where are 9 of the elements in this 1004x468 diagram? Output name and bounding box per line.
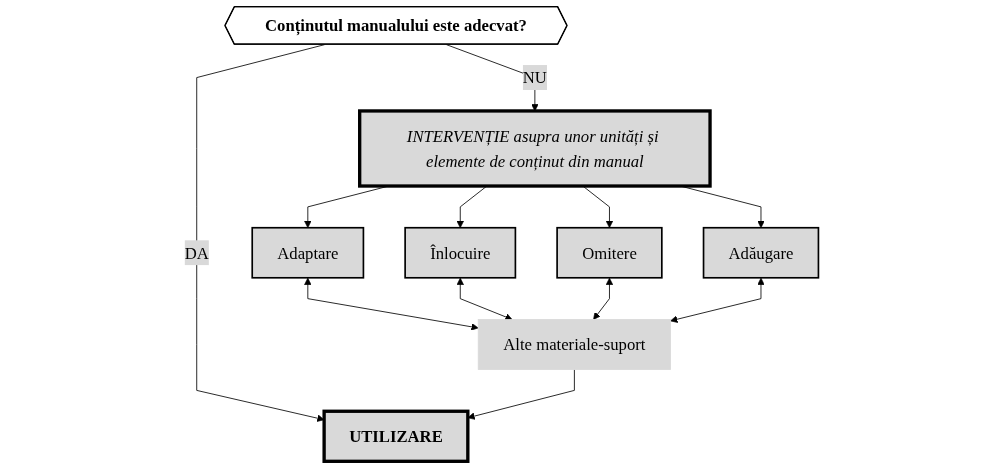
- node-box: UTILIZARE: [322, 409, 470, 463]
- node-box: Omitere: [556, 226, 664, 279]
- edge-label: NU: [523, 68, 548, 87]
- node-box: Înlocuire: [404, 226, 517, 279]
- node-box: Alte materiale-suport: [478, 319, 672, 370]
- node-box: INTERVENȚIE asupra unor unități și elemente de conținut din manual: [358, 109, 713, 188]
- node-box: Adaptare: [251, 226, 365, 279]
- node-box: Adăugare: [703, 226, 820, 279]
- edge-label: DA: [185, 243, 210, 262]
